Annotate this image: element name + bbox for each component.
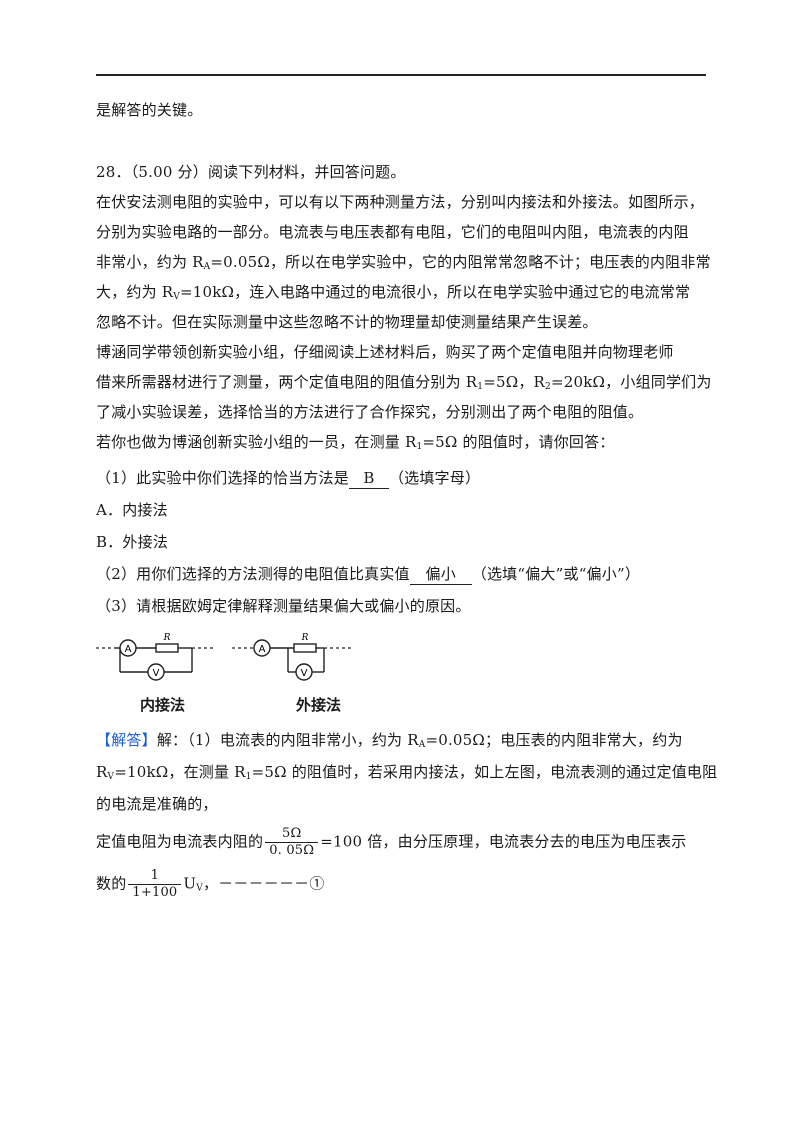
text-segment: 借来所需器材进行了测量，两个定值电阻的阻值分别为 R — [96, 373, 478, 391]
answer-blank-2: 偏小 — [409, 564, 472, 585]
fraction-denominator: 0. 05Ω — [265, 842, 319, 859]
question-prompt: 阅读下列材料，并回答问题。 — [207, 163, 406, 181]
voltmeter-label: V — [153, 668, 160, 679]
text-segment: 解：（1）电流表的内阻非常小，约为 R — [156, 731, 419, 749]
subscript: A — [418, 740, 426, 750]
question-score: （5.00 分） — [130, 163, 208, 181]
header-line: 是解答的关键。 — [96, 101, 203, 119]
text-segment: 定值电阻为电流表内阻的 — [96, 832, 264, 851]
fraction-numerator: 1 — [150, 868, 160, 883]
text-segment: =5Ω 的阻值时，请你回答： — [422, 433, 615, 451]
text-segment: ，－－－－－－① — [202, 874, 325, 893]
text-segment: （1）此实验中你们选择的恰当方法是 — [96, 469, 349, 487]
sub-question-3: （3）请根据欧姆定律解释测量结果偏大或偏小的原因。 — [96, 597, 471, 615]
option-a: A．内接法 — [96, 501, 168, 519]
subscript: V — [107, 772, 115, 782]
text-segment: =10kΩ，在测量 R — [114, 763, 246, 781]
resistor-icon — [155, 643, 179, 653]
answer-tag: 【解答】 — [96, 731, 157, 749]
text-segment: =20kΩ，小组同学们为 — [550, 373, 712, 391]
text-segment: （选填字母） — [388, 469, 481, 487]
resistor-label: R — [301, 633, 309, 643]
question-title: 28．（5.00 分）阅读下列材料，并回答问题。 — [96, 162, 406, 182]
text-segment: 大，约为 R — [96, 283, 174, 301]
subscript: 2 — [545, 382, 551, 392]
ammeter-label: A — [125, 644, 132, 655]
paragraph-line: 博涵同学带领创新实验小组，仔细阅读上述材料后，购买了两个定值电阻并向物理老师 — [96, 343, 674, 361]
subscript: 1 — [477, 382, 484, 392]
text-segment: =0.05Ω，所以在电学实验中，它的内阻常常忽略不计；电压表的内阻非常 — [210, 253, 711, 271]
internal-connection-circuit: A R V — [96, 633, 216, 681]
fraction-denominator: 1+100 — [128, 884, 182, 901]
text-segment: =5Ω，R — [483, 373, 546, 391]
header-rule — [96, 74, 706, 76]
ammeter-label: A — [259, 644, 266, 655]
text-segment: 若你也做为博涵创新实验小组的一员，在测量 R — [96, 433, 417, 451]
paragraph-line: 借来所需器材进行了测量，两个定值电阻的阻值分别为 R1=5Ω，R2=20kΩ，小… — [96, 372, 712, 397]
text-segment: =10kΩ，连入电路中通过的电流很小，所以在电学实验中通过它的电流常常 — [179, 283, 691, 301]
text-segment: （选填“偏大”或“偏小”） — [471, 565, 641, 583]
subscript: V — [196, 883, 203, 894]
text-segment: =0.05Ω；电压表的内阻非常大，约为 — [425, 731, 683, 749]
paragraph-line: 非常小，约为 RA=0.05Ω，所以在电学实验中，它的内阻常常忽略不计；电压表的… — [96, 252, 711, 277]
subscript: 1 — [245, 772, 252, 782]
text-segment: =100 倍，由分压原理，电流表分去的电压为电压表示 — [320, 832, 687, 851]
paragraph-line: 忽略不计。但在实际测量中这些忽略不计的物理量却使测量结果产生误差。 — [96, 313, 598, 331]
option-b: B．外接法 — [96, 533, 169, 551]
answer-line-1: 【解答】解：（1）电流表的内阻非常小，约为 RA=0.05Ω；电压表的内阻非常大… — [96, 730, 683, 755]
subscript: 1 — [416, 442, 423, 452]
text-segment: 数的 — [96, 874, 127, 893]
answer-blank-1: B — [348, 468, 389, 489]
answer-line-2: RV=10kΩ，在测量 R1=5Ω 的阻值时，若采用内接法，如上左图，电流表测的… — [96, 762, 717, 787]
external-connection-circuit: A R V — [232, 633, 352, 681]
paragraph-line: 在伏安法测电阻的实验中，可以有以下两种测量方法，分别叫内接法和外接法。如图所示， — [96, 193, 705, 211]
answer-line-3: 的电流是准确的， — [96, 795, 218, 813]
paragraph-line: 分别为实验电路的一部分。电流表与电压表都有电阻，它们的电阻叫内阻，电流表的内阻 — [96, 223, 689, 241]
paragraph-line: 大，约为 RV=10kΩ，连入电路中通过的电流很小，所以在电学实验中通过它的电流… — [96, 282, 690, 307]
text-segment: R — [96, 763, 108, 781]
external-connection-caption: 外接法 — [296, 696, 342, 714]
subscript: A — [203, 262, 211, 272]
fraction-numerator: 5Ω — [282, 826, 302, 841]
question-number: 28． — [96, 163, 131, 181]
paragraph-line: 了减小实验误差，选择恰当的方法进行了合作探究，分别测出了两个电阻的阻值。 — [96, 403, 644, 421]
subscript: V — [173, 292, 180, 302]
text-segment: =5Ω 的阻值时，若采用内接法，如上左图，电流表测的通过定值电阻 — [251, 763, 718, 781]
resistor-icon — [293, 643, 317, 653]
internal-connection-caption: 内接法 — [140, 696, 186, 714]
voltmeter-label: V — [301, 668, 308, 679]
text-segment: U — [183, 874, 197, 893]
paragraph-line: 若你也做为博涵创新实验小组的一员，在测量 R1=5Ω 的阻值时，请你回答： — [96, 432, 615, 457]
text-segment: 非常小，约为 R — [96, 253, 204, 271]
resistor-label: R — [163, 633, 171, 643]
text-segment: （2）用你们选择的方法测得的电阻值比真实值 — [96, 565, 410, 583]
sub-question-2: （2）用你们选择的方法测得的电阻值比真实值偏小（选填“偏大”或“偏小”） — [96, 564, 640, 585]
